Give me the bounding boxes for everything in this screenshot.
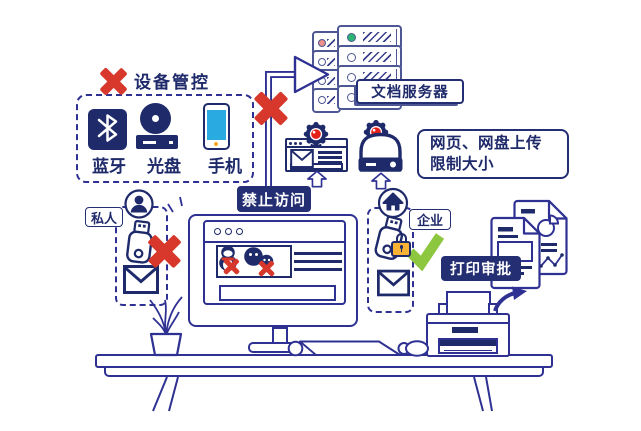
phone-label: 手机 — [208, 157, 242, 176]
x-icon — [99, 66, 129, 96]
device-box — [76, 94, 254, 183]
x-icon — [253, 90, 289, 126]
lock-icon — [391, 233, 413, 258]
upload-limit-box: 网页、网盘上传 限制大小 — [417, 129, 569, 179]
upload-limit-line2: 限制大小 — [430, 156, 495, 173]
alarm-icon — [362, 119, 390, 146]
enterprise-label: 企业 — [409, 209, 451, 230]
check-icon — [406, 233, 445, 272]
disc-label: 光盘 — [147, 157, 181, 176]
arrow-up-icon — [307, 170, 327, 188]
bluetooth-label: 蓝牙 — [92, 157, 126, 176]
printer-paper — [446, 291, 491, 315]
nas-drive-icon — [358, 132, 403, 172]
disc-icon — [136, 103, 178, 150]
desk-legs — [152, 376, 493, 412]
x-icon — [147, 234, 182, 269]
phone-icon — [203, 103, 230, 150]
sparkle-marks — [167, 196, 183, 213]
device-control-title: 设备管控 — [134, 73, 210, 92]
server-label: 文档服务器 — [356, 79, 464, 104]
document-icon — [513, 199, 568, 276]
desk-lip — [104, 368, 544, 377]
x-icon — [222, 257, 241, 276]
upload-limit-line1: 网页、网盘上传 — [430, 135, 543, 152]
private-label: 私人 — [85, 207, 123, 227]
bluetooth-icon — [88, 109, 127, 150]
x-icon — [257, 259, 276, 278]
print-approval-badge: 打印审批 — [441, 256, 521, 281]
enterprise-usb-box — [367, 207, 414, 313]
blocked-apps-panel — [216, 245, 292, 278]
monitor-base — [248, 342, 312, 353]
printer-body — [426, 313, 510, 357]
arrow-icon — [493, 286, 527, 312]
forbid-access-badge: 禁止访问 — [237, 186, 311, 212]
webpage-bottom-bar — [290, 163, 343, 170]
arrow-up-icon — [371, 172, 391, 190]
